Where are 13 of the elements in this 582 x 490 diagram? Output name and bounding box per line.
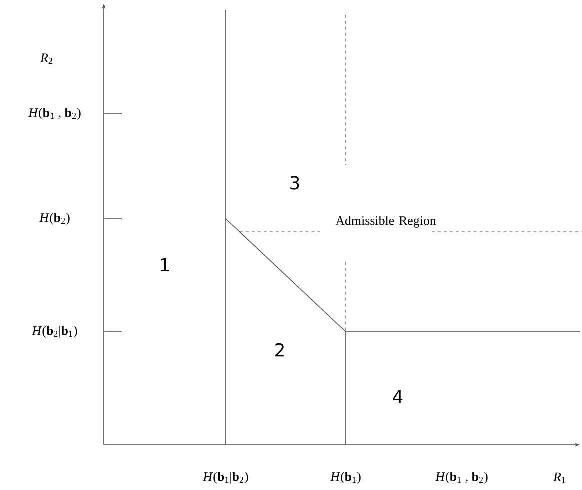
region-label: Admissible Region (336, 216, 436, 228)
region-number: 1 (161, 258, 170, 272)
region-number: 3 (290, 176, 300, 190)
tick-label: H(b$_{1}$) (330, 472, 361, 484)
axis-label: R$_{1}$ (553, 472, 566, 484)
region-number: 2 (276, 343, 284, 357)
region-number: 4 (393, 390, 403, 404)
tick-label: H(b$_{2}$) (39, 213, 70, 225)
tick-label: H(b$_{1}$|b$_{2}$) (203, 472, 248, 484)
tick-label: H(b$_{1}$ , b$_{2}$) (436, 472, 488, 484)
tick-label: H(b$_{1}$ , b$_{2}$) (28, 108, 81, 120)
tick-label: H(b$_{2}$|b$_{1}$) (32, 326, 78, 338)
axis-label: R$_{2}$ (40, 54, 52, 64)
